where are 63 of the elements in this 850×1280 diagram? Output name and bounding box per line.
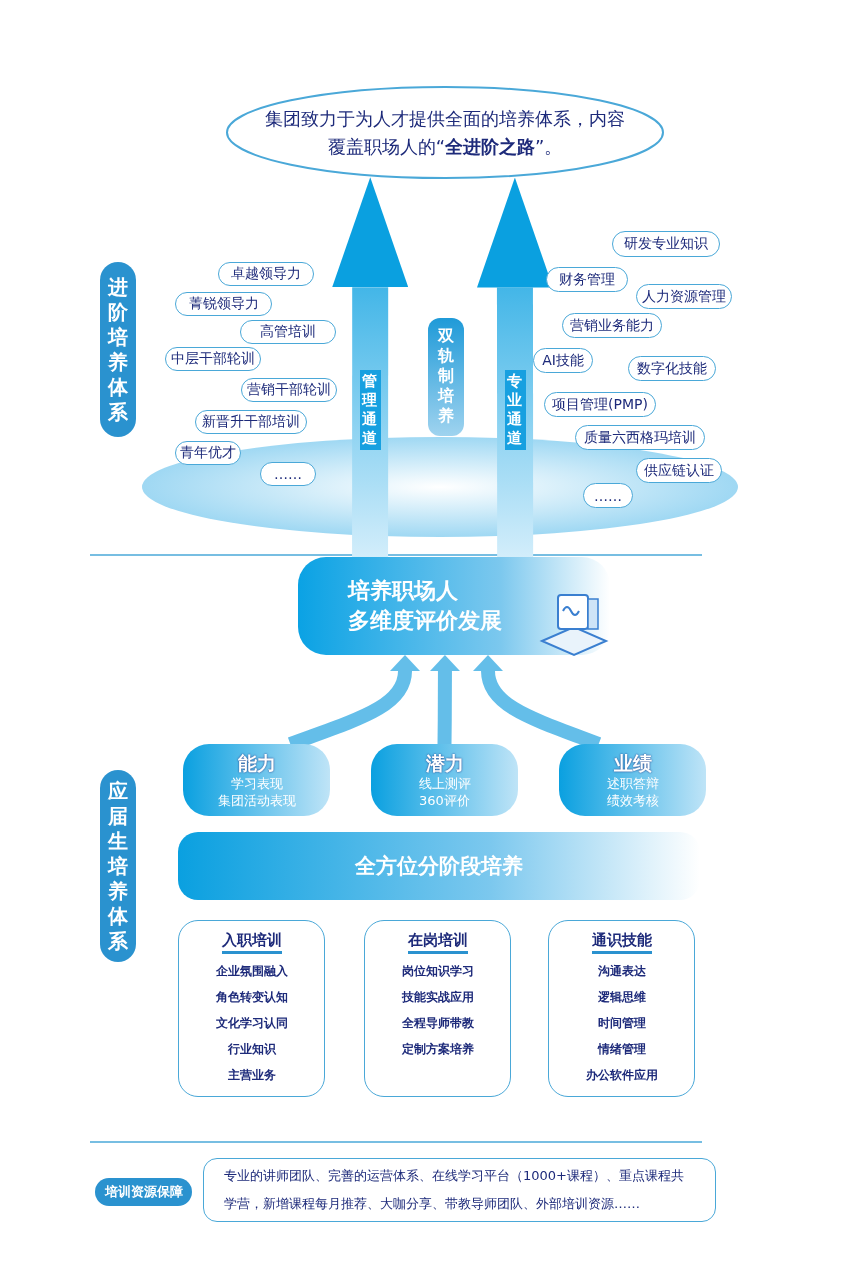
edge-label: 管理通道 [360, 370, 382, 450]
course-tag: 营销业务能力 [562, 313, 662, 338]
metric-heading: 潜力 [425, 751, 464, 775]
resource-note: 专业的讲师团队、完善的运营体系、在线学习平台（1000+课程）、重点课程共学营，新增课程每月推荐、大咖分享、带教导师团队、外部培训资源…… [203, 1158, 716, 1222]
hub-panel [298, 557, 610, 655]
arrow [332, 177, 409, 557]
course-tag: 研发专业知识 [612, 231, 720, 257]
card-text: 技能实战应用 [401, 989, 474, 1006]
metric-text: 集团活动表现 [217, 792, 296, 809]
resource-badge: 培训资源保障 [95, 1178, 192, 1206]
course-tag: 青年优才 [175, 441, 241, 465]
card-text: 定制方案培养 [401, 1041, 474, 1058]
dual-track-pill: 双轨制培养 [428, 318, 464, 436]
course-tag: 人力资源管理 [636, 284, 732, 309]
metric-panel [559, 744, 706, 816]
course-tag: AI技能 [533, 348, 593, 373]
course-tag: 质量六西格玛培训 [575, 425, 705, 450]
card-text: 沟通表达 [597, 963, 646, 980]
course-tag: 营销干部轮训 [241, 378, 337, 402]
metric-text: 述职答辩 [606, 775, 659, 792]
course-tag: 供应链认证 [636, 458, 722, 483]
card-text: 岗位知识学习 [401, 963, 474, 980]
card-heading: 在岗培训 [407, 929, 468, 954]
course-tag: 项目管理(PMP) [544, 392, 656, 417]
course-tag: 中层干部轮训 [165, 347, 261, 371]
course-tag: 高管培训 [240, 320, 336, 344]
training-card [178, 920, 325, 1097]
metric-text: 360评价 [419, 792, 470, 809]
section-band: 进阶培养体系 [100, 262, 136, 437]
card-heading: 通识技能 [591, 929, 652, 954]
goal-ellipse [225, 85, 665, 180]
card-text: 主营业务 [227, 1067, 276, 1084]
card-text: 办公软件应用 [585, 1067, 658, 1084]
metric-heading: 能力 [237, 751, 276, 775]
course-tag: 卓越领导力 [218, 262, 314, 286]
card-text: 角色转变认知 [215, 989, 288, 1006]
hub-text: 多维度评价发展 [348, 607, 502, 635]
card-text: 全程导师带教 [401, 1015, 474, 1032]
card-text: 企业氛围融入 [215, 963, 288, 980]
hub-text: 培养职场人 [348, 577, 458, 605]
course-tag: 菁锐领导力 [175, 292, 272, 316]
metric-text: 绩效考核 [606, 792, 659, 809]
course-tag: 财务管理 [546, 267, 628, 292]
card-text: 逻辑思维 [597, 989, 646, 1006]
course-tag: …… [260, 462, 316, 486]
training-card [548, 920, 695, 1097]
course-tag: 数字化技能 [628, 356, 716, 381]
edge-label: 专业通道 [504, 370, 526, 450]
metric-text: 线上测评 [418, 775, 471, 792]
course-tag: 新晋升干部培训 [195, 410, 307, 434]
card-text: 文化学习认同 [215, 1015, 288, 1032]
arrow [429, 655, 460, 745]
card-text: 行业知识 [227, 1041, 276, 1058]
card-heading: 入职培训 [221, 929, 282, 954]
metric-text: 学习表现 [230, 775, 283, 792]
metric-heading: 业绩 [613, 751, 652, 775]
metric-panel [371, 744, 518, 816]
card-text: 情绪管理 [597, 1041, 646, 1058]
metric-panel [183, 744, 330, 816]
goal-text: 集团致力于为人才提供全面的培养体系，内容覆盖职场人的“全进阶之路”。 [264, 106, 626, 159]
training-card [364, 920, 511, 1097]
section-band: 应届生培养体系 [100, 770, 136, 962]
card-text: 时间管理 [597, 1015, 646, 1032]
